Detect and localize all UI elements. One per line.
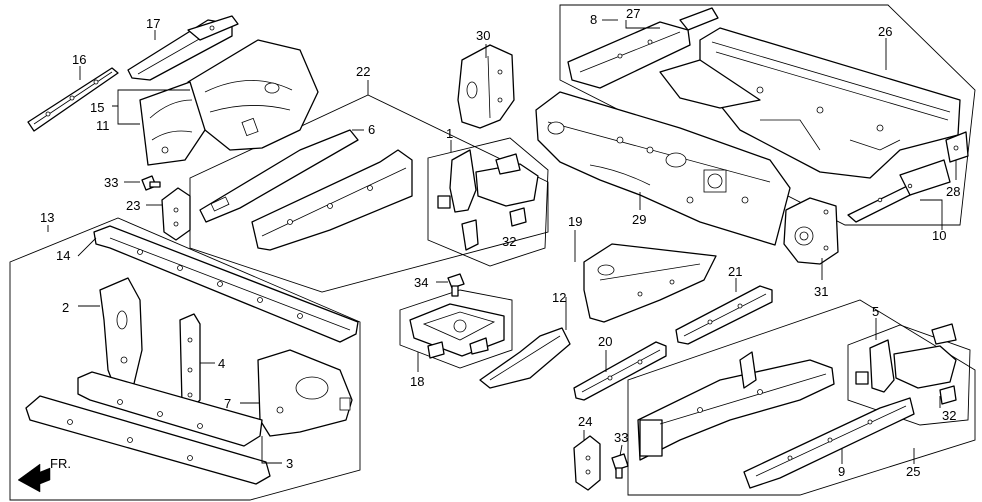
part-21-rail <box>675 285 773 345</box>
part-7-side-support <box>257 349 353 437</box>
callout-32-upper: 32 <box>502 234 516 249</box>
group-box-1 <box>427 137 549 267</box>
callout-5: 5 <box>872 304 879 319</box>
part-1-bracket-assy <box>437 149 539 251</box>
part-19-floor-pan <box>583 243 717 323</box>
callout-19: 19 <box>568 214 582 229</box>
part-23-plate <box>161 187 191 241</box>
group-box-25 <box>627 299 976 496</box>
part-4-stay <box>179 313 201 411</box>
part-17-upper-rail <box>127 15 239 81</box>
front-direction-arrow-icon <box>17 463 51 493</box>
callout-12: 12 <box>552 290 566 305</box>
group-box-13 <box>9 217 361 501</box>
part-10-rail <box>847 159 951 223</box>
part-24-plate <box>573 435 601 491</box>
part-6-frame-rail <box>199 129 413 251</box>
callout-29: 29 <box>632 212 646 227</box>
part-30-bracket <box>457 44 515 129</box>
part-5-bracket-assy <box>855 323 957 405</box>
part-9-frame-lower <box>743 397 915 489</box>
part-33-bolt-lower <box>611 453 629 479</box>
callout-22: 22 <box>356 64 370 79</box>
callout-9: 9 <box>838 464 845 479</box>
callout-3: 3 <box>286 456 293 471</box>
part-26-dash-upper <box>659 27 961 179</box>
callout-1: 1 <box>446 126 453 141</box>
callout-16: 16 <box>72 52 86 67</box>
callout-18: 18 <box>410 374 424 389</box>
part-33-bolt-upper <box>141 175 161 191</box>
callout-21: 21 <box>728 264 742 279</box>
part-20-rail <box>573 341 667 401</box>
part-14-upper-support <box>93 225 359 343</box>
callout-24: 24 <box>578 414 592 429</box>
callout-30: 30 <box>476 28 490 43</box>
callout-11: 11 <box>96 118 110 133</box>
callout-14: 14 <box>56 248 70 263</box>
callout-4: 4 <box>218 356 225 371</box>
callout-17: 17 <box>146 16 160 31</box>
part-31-bracket <box>783 197 839 265</box>
part-29-bulkhead <box>535 91 791 246</box>
part-34-bolt <box>447 273 465 297</box>
callout-2: 2 <box>62 300 69 315</box>
callout-27: 27 <box>626 6 640 21</box>
group-box-5 <box>847 324 971 426</box>
callout-28: 28 <box>946 184 960 199</box>
part-12-gusset <box>479 327 571 389</box>
callout-25: 25 <box>906 464 920 479</box>
part-28-bracket <box>945 131 969 163</box>
callout-23: 23 <box>126 198 140 213</box>
part-15-wheelhouse <box>139 39 319 166</box>
callout-26: 26 <box>878 24 892 39</box>
callout-15: 15 <box>90 100 104 115</box>
part-3-lower-crossmember <box>25 371 271 485</box>
callout-20: 20 <box>598 334 612 349</box>
part-18-tray <box>409 303 505 359</box>
group-box-18 <box>399 289 513 369</box>
part-25-frame-rail <box>637 351 835 461</box>
callout-31: 31 <box>814 284 828 299</box>
callout-8: 8 <box>590 12 597 27</box>
part-16-rail <box>27 67 119 132</box>
part-27-clip <box>679 7 719 31</box>
leader-lines <box>47 19 957 464</box>
callout-33-lower: 33 <box>614 430 628 445</box>
callout-32-lower: 32 <box>942 408 956 423</box>
callout-6: 6 <box>368 122 375 137</box>
callout-34: 34 <box>414 275 428 290</box>
callout-10: 10 <box>932 228 946 243</box>
callout-13: 13 <box>40 210 54 225</box>
front-indicator-label: FR. <box>50 456 71 471</box>
callout-7: 7 <box>224 396 231 411</box>
group-box-26 <box>559 4 976 226</box>
callout-labels: 17 16 15 11 33 23 13 14 2 4 7 3 FR. 22 6… <box>40 6 960 479</box>
part-8-gusset <box>567 21 691 89</box>
callout-33-upper: 33 <box>104 175 118 190</box>
